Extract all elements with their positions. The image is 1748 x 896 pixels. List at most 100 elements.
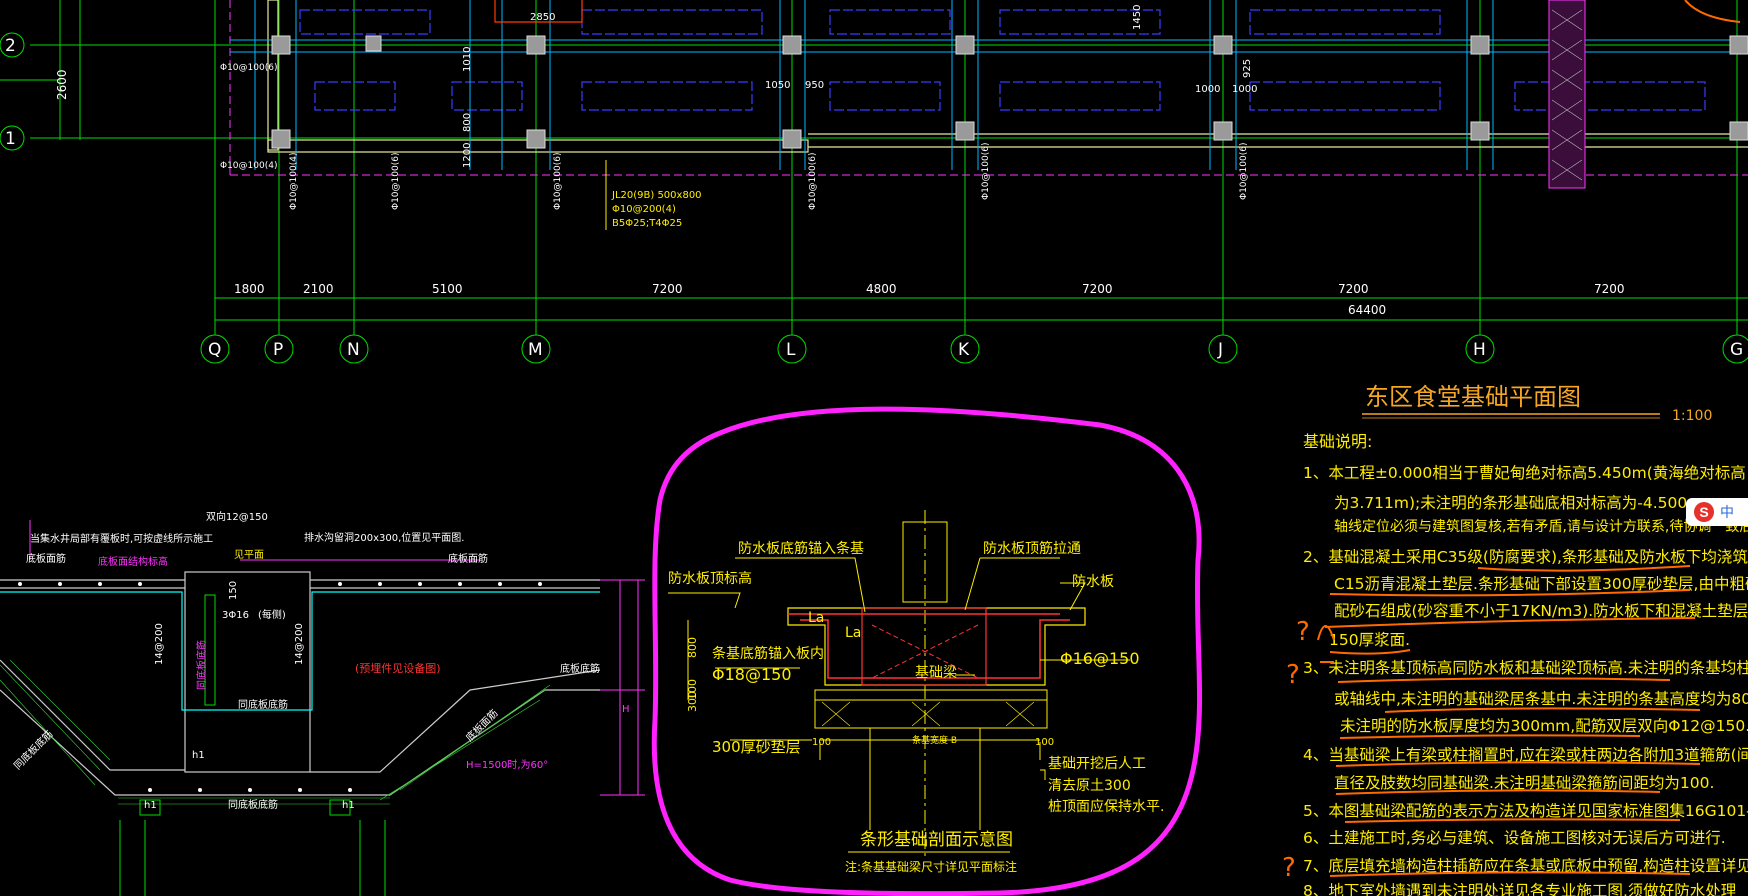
ime-logo-icon[interactable]: S xyxy=(1694,502,1714,522)
highlight-circle xyxy=(651,406,1203,896)
pit-side-3: 底板面筋 xyxy=(463,707,500,744)
pit-h1a: h1 xyxy=(192,750,205,761)
col-axis-p: P xyxy=(273,340,283,360)
foundation-notes: 基础说明: 1、本工程±0.000相当于曹妃甸绝对标高5.450m(黄海绝对标高… xyxy=(1303,432,1748,896)
span-dim-7: 7200 xyxy=(1338,282,1369,296)
col-axis-j: J xyxy=(1217,340,1223,360)
section-label-top-bar: 防水板顶筋拉通 xyxy=(983,540,1081,557)
rebar-vert-4: Φ10@100(6) xyxy=(808,153,818,210)
rebar-label-b: Φ10@100(4) xyxy=(220,161,277,171)
pit-slope: H=1500时,为60° xyxy=(466,759,548,771)
sump-pit-section: 当集水井局部有覆板时,可按虚线所示施工 双向12@150 排水沟留洞200x30… xyxy=(0,510,645,896)
pit-rebar-14b: 14@200 xyxy=(294,623,305,665)
note-line-5: C15沥青混凝土垫层.条形基础下部设置300厚砂垫层,由中粗砂或级 xyxy=(1334,575,1748,593)
section-title: 条形基础剖面示意图 xyxy=(860,830,1013,850)
rebar-vert-3: Φ10@100(6) xyxy=(553,153,563,210)
plan-dim-1000a: 1000 xyxy=(1195,84,1220,95)
section-label-sand: 300厚砂垫层 xyxy=(712,738,801,756)
question-mark-2: ? xyxy=(1286,660,1300,690)
strip-foundation-section: 防水板底筋锚入条基 防水板顶筋拉通 防水板顶标高 防水板 条基底筋锚入板内 Φ1… xyxy=(651,406,1203,896)
plan-dim-1000b: 1000 xyxy=(1232,84,1257,95)
note-line-6: 配砂石组成(砂容重不小于17KN/m3).防水板下和混凝土垫层间设置 xyxy=(1334,602,1748,620)
pit-drain-note: 当集水井局部有覆板时,可按虚线所示施工 xyxy=(30,532,213,545)
pit-sump-note: 排水沟留洞200x300,位置见平面图. xyxy=(304,531,464,544)
note-line-12: 直径及肢数均同基础梁.未注明基础梁箍筋间距均为100. xyxy=(1334,774,1714,792)
col-axis-g: G xyxy=(1730,340,1743,360)
section-label-slab-top: 防水板顶标高 xyxy=(668,570,752,587)
section-dim-100: 100 xyxy=(686,679,699,700)
section-dim-100b: 100 xyxy=(1035,737,1054,748)
note-line-7: 150厚浆面. xyxy=(1329,631,1410,649)
col-axis-m: M xyxy=(528,340,543,360)
section-label-width: 条基宽度 B xyxy=(912,734,957,746)
plan-dim-2850: 2850 xyxy=(530,12,555,23)
col-axis-q: Q xyxy=(208,340,221,360)
notes-heading: 基础说明: xyxy=(1303,432,1372,451)
note-line-9: 或轴线中,未注明的基础梁居条基中.未注明的条基高度均为800mm, xyxy=(1334,690,1748,708)
note-line-15: 7、底层填充墙构造柱插筋应在条基或底板中预留,构造柱设置详见总说明. xyxy=(1303,856,1748,875)
section-dim-100a: 100 xyxy=(812,737,831,748)
pit-slab-left: 底板面筋 xyxy=(26,552,66,565)
question-mark-1: ? xyxy=(1296,617,1310,647)
plan-scale: 1:100 xyxy=(1672,408,1712,424)
pit-side-1: 同底板底筋 xyxy=(195,640,208,690)
span-dim-3: 5100 xyxy=(432,282,463,296)
section-label-beam: 基础梁 xyxy=(915,664,957,681)
pit-bottom: 同底板底筋 xyxy=(238,698,288,711)
plan-dim-1050: 1050 xyxy=(765,80,790,91)
note-line-11: 4、当基础梁上有梁或柱搁置时,应在梁或柱两边各附加3道箍筋(间距50) xyxy=(1303,745,1748,764)
span-dim-1: 1800 xyxy=(234,282,265,296)
pit-slab-left2: 底板面结构标高 xyxy=(98,555,168,568)
pit-side-2: 同底板底筋 xyxy=(11,728,56,773)
note-line-2: 为3.711m);未注明的条形基础底相对标高为-4.500m. xyxy=(1334,494,1707,512)
section-label-la1: La xyxy=(808,610,824,626)
pit-rebar-14a: 14@200 xyxy=(154,623,165,665)
ime-toolbar[interactable]: S 中 xyxy=(1686,498,1748,526)
plan-dim-950: 950 xyxy=(805,80,824,91)
pit-bottom2: 同底板底筋 xyxy=(228,798,278,811)
col-axis-l: L xyxy=(786,340,796,360)
note-line-10: 未注明的防水板厚度均为300mm,配筋双层双向Φ12@150. xyxy=(1340,717,1748,735)
span-dim-8: 7200 xyxy=(1594,282,1625,296)
question-mark-3: ? xyxy=(1282,853,1296,883)
section-excavate-1: 基础开挖后人工 xyxy=(1048,755,1146,772)
section-dim-800: 800 xyxy=(686,637,699,658)
row-axis-2: 2 xyxy=(5,36,16,56)
span-dim-2: 2100 xyxy=(303,282,334,296)
pit-bar-each: (每侧) xyxy=(258,608,286,621)
section-label-anchor: 防水板底筋锚入条基 xyxy=(738,540,864,557)
pit-h1c: h1 xyxy=(342,800,355,811)
section-excavate-2: 清去原土300 xyxy=(1048,778,1131,794)
pit-dim-H: H xyxy=(622,704,630,715)
section-label-bottom-bar: Φ18@150 xyxy=(712,665,792,684)
pit-h1b: h1 xyxy=(144,800,157,811)
beam-note-1: JL20(9B) 500x800 xyxy=(611,190,702,201)
rebar-vert-1: Φ10@100(4) xyxy=(289,153,299,210)
span-dim-4: 7200 xyxy=(652,282,683,296)
plan-dim-1450: 1450 xyxy=(1132,5,1143,30)
plan-dim-800: 800 xyxy=(462,113,473,132)
span-dim-5: 4800 xyxy=(866,282,897,296)
section-label-bottom-anchor: 条基底筋锚入板内 xyxy=(712,645,824,662)
rebar-vert-2: Φ10@100(6) xyxy=(391,153,401,210)
section-note: 注:条基基础梁尺寸详见平面标注 xyxy=(845,859,1017,874)
plan-title: 东区食堂基础平面图 xyxy=(1365,383,1581,411)
beam-note-3: B5Φ25;T4Φ25 xyxy=(612,218,682,229)
rebar-label-a: Φ10@100(6) xyxy=(220,63,277,73)
row-axis-1: 1 xyxy=(5,129,16,149)
note-line-13: 5、本图基础梁配筋的表示方法及构造详见国家标准图集16G101-3. xyxy=(1303,802,1748,820)
beam-note-2: Φ10@200(4) xyxy=(612,204,676,215)
pit-slab-right: 底板面筋 xyxy=(448,552,488,565)
note-line-3: 轴线定位必须与建筑图复核,若有矛盾,请与设计方联系,待协调一致后再施工. xyxy=(1334,518,1748,535)
plan-dim-925: 925 xyxy=(1242,59,1253,78)
col-axis-k: K xyxy=(958,340,970,360)
col-axis-n: N xyxy=(347,340,360,360)
note-line-16: 8、地下室外墙遇到未注明处详见各专业施工图,须做好防水处理 xyxy=(1303,882,1736,896)
section-label-slab: 防水板 xyxy=(1072,574,1114,590)
pit-bar-top: 双向12@150 xyxy=(206,510,268,523)
section-dim-300: 300 xyxy=(686,691,699,712)
section-excavate-3: 桩顶面应保持水平. xyxy=(1048,798,1164,815)
total-dim: 64400 xyxy=(1348,303,1386,317)
ime-language-toggle[interactable]: 中 xyxy=(1720,505,1734,521)
